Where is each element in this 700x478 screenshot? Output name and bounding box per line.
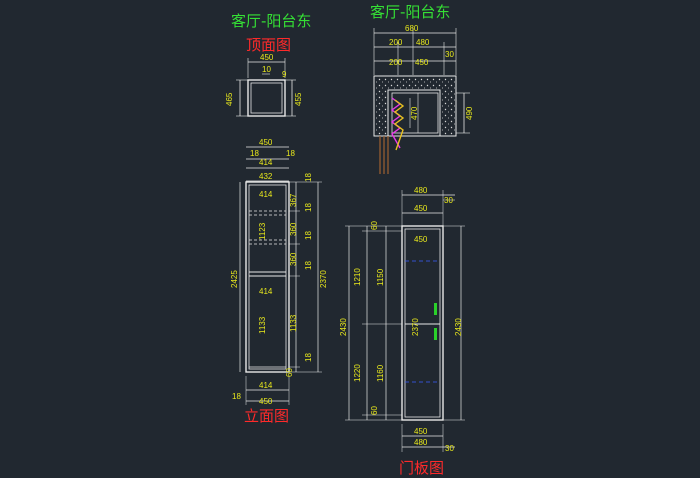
door-w450-bottom: 450 — [414, 427, 428, 436]
el-w414-top: 414 — [259, 158, 273, 167]
el-r1133: 1133 — [289, 314, 298, 332]
door-l2430: 2430 — [339, 318, 348, 336]
plan-outer-depth: 490 — [465, 106, 474, 120]
left-heading: 客厅-阳台东 — [231, 12, 312, 30]
elevation-view — [239, 146, 322, 405]
el-s18-bottom: 18 — [232, 392, 241, 401]
plan-pipes — [379, 97, 405, 174]
el-h1123: 1123 — [258, 222, 267, 240]
tv-small-b: 9 — [282, 70, 287, 79]
door-panel-view — [345, 190, 465, 452]
el-w414-lower: 414 — [259, 287, 273, 296]
el-r367: 367 — [289, 193, 298, 207]
door-panel-title: 门板图 — [399, 459, 445, 477]
door-l60-top: 60 — [370, 221, 379, 230]
tv-small-a: 10 — [262, 65, 271, 74]
door-handles — [434, 303, 437, 340]
door-r2430: 2430 — [454, 318, 463, 336]
plan-seg-mid-top: 480 — [416, 38, 430, 47]
door-l1220: 1220 — [353, 364, 362, 382]
el-w450-bottom: 450 — [259, 397, 273, 406]
plan-view — [373, 28, 470, 137]
door-w450-inner: 450 — [414, 235, 428, 244]
el-r18-a: 18 — [304, 173, 313, 182]
door-w480-bottom: 480 — [414, 438, 428, 447]
lower-handle — [434, 328, 437, 340]
el-r18-b: 18 — [304, 203, 313, 212]
door-l1160: 1160 — [376, 364, 385, 382]
el-h2425: 2425 — [230, 270, 239, 288]
door-l60-bottom: 60 — [370, 406, 379, 415]
el-r360-a: 360 — [289, 222, 298, 236]
plan-overall: 680 — [405, 24, 419, 33]
el-w432: 432 — [259, 172, 273, 181]
el-w414-mid: 414 — [259, 190, 273, 199]
el-r360-b: 360 — [289, 252, 298, 266]
plan-seg-mid-bottom: 450 — [415, 58, 429, 67]
right-heading: 客厅-阳台东 — [370, 3, 451, 21]
upper-handle — [434, 303, 437, 315]
plan-seg-left-top: 200 — [389, 38, 403, 47]
el-r60: 60 — [285, 368, 294, 377]
el-r18-c: 18 — [304, 231, 313, 240]
el-r18-e: 18 — [304, 353, 313, 362]
el-s18-left: 18 — [250, 149, 259, 158]
el-w450-top: 450 — [259, 138, 273, 147]
tv-depth-right: 455 — [294, 92, 303, 106]
door-l1150: 1150 — [376, 268, 385, 286]
el-r2370: 2370 — [319, 270, 328, 288]
plan-inner-depth: 470 — [410, 106, 419, 120]
tv-depth-left: 465 — [225, 92, 234, 106]
plan-seg-left-bottom: 200 — [389, 58, 403, 67]
door-l1210: 1210 — [353, 268, 362, 286]
el-w414-bottom: 414 — [259, 381, 273, 390]
top-view — [236, 58, 296, 117]
el-s18-right: 18 — [286, 149, 295, 158]
plan-seg-right-top: 30 — [445, 50, 454, 59]
door-c2370: 2370 — [411, 318, 420, 336]
door-w480-top: 480 — [414, 186, 428, 195]
door-w450-top: 450 — [414, 204, 428, 213]
door-s30-bottom: 30 — [445, 444, 454, 453]
elevation-title: 立面图 — [244, 407, 290, 425]
door-s30-top: 30 — [444, 196, 453, 205]
el-h1133-inner: 1133 — [258, 316, 267, 334]
tv-width: 450 — [260, 53, 274, 62]
top-view-title: 顶面图 — [246, 36, 292, 54]
el-r18-d: 18 — [304, 261, 313, 270]
